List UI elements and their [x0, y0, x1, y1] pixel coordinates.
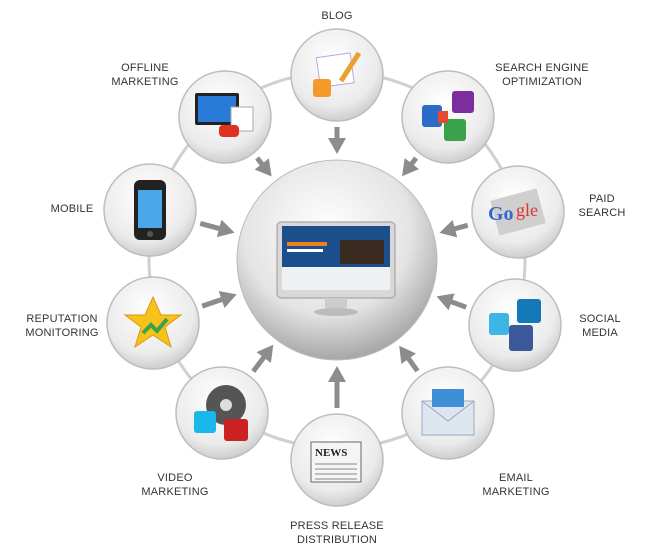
- node-label: OFFLINE MARKETING: [111, 62, 179, 88]
- arrow-icon: [328, 366, 346, 408]
- blog-rss-pencil-icon: [313, 51, 362, 97]
- social-media-icon: [489, 299, 541, 351]
- node-search-engine-optimization: [401, 70, 495, 164]
- node-label: EMAIL MARKETING: [482, 472, 550, 498]
- node-reputation-monitoring: [106, 276, 200, 370]
- node-video-marketing: [175, 366, 269, 460]
- svg-text:NEWS: NEWS: [315, 447, 347, 459]
- node-label: PRESS RELEASE DISTRIBUTION: [290, 520, 384, 546]
- svg-text:Go: Go: [488, 203, 514, 225]
- monitor-icon: [276, 221, 396, 316]
- arrow-icon: [328, 127, 346, 154]
- arrow-icon: [401, 156, 419, 177]
- node-label: SEARCH ENGINE OPTIMIZATION: [495, 62, 589, 88]
- node-label: PAID SEARCH: [578, 193, 626, 219]
- search-engines-icon: [422, 91, 474, 141]
- node-mobile: [103, 163, 197, 257]
- node-blog: [290, 28, 384, 122]
- node-label: SOCIAL MEDIA: [579, 313, 621, 339]
- smartphone-icon: [134, 180, 166, 240]
- node-social-media: [468, 278, 562, 372]
- arrow-icon: [436, 293, 468, 311]
- arrow-icon: [399, 345, 420, 373]
- arrow-icon: [254, 156, 272, 177]
- arrow-icon: [439, 220, 469, 238]
- tv-phone-icon: [195, 93, 254, 137]
- arrow-icon: [199, 219, 235, 238]
- envelope-icon: [421, 389, 475, 436]
- node-press-release-distribution: NEWS: [290, 413, 384, 507]
- newspaper-icon: NEWS: [310, 441, 362, 483]
- node-label: VIDEO MARKETING: [141, 472, 209, 498]
- node-label: REPUTATION MONITORING: [25, 313, 99, 339]
- node-email-marketing: [401, 366, 495, 460]
- center-computer-node: [236, 159, 438, 361]
- star-icon: [123, 295, 183, 349]
- video-reel-icon: [194, 385, 248, 441]
- svg-text:gle: gle: [516, 200, 538, 220]
- arrow-icon: [251, 344, 274, 373]
- node-label: BLOG: [321, 10, 353, 22]
- node-label: MOBILE: [50, 203, 94, 215]
- node-offline-marketing: [178, 70, 272, 164]
- arrow-icon: [201, 291, 237, 309]
